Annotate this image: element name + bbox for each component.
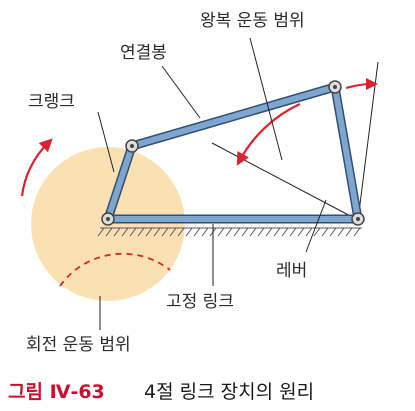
rotation-range-label: 회전 운동 범위 xyxy=(26,335,131,355)
crank-label: 크랭크 xyxy=(28,92,75,112)
joints xyxy=(101,80,365,226)
figure-caption-number: 그림 Ⅳ-63 xyxy=(8,381,105,403)
swing-arrow-left xyxy=(236,103,301,166)
fixed-link-label: 고정 링크 xyxy=(166,292,234,312)
connecting-rod-label: 연결봉 xyxy=(120,43,167,63)
rotation-boundary-dashed xyxy=(59,252,171,287)
ground-hatch xyxy=(97,227,362,237)
rotation-arrow xyxy=(20,138,53,197)
leader-lines xyxy=(97,37,327,330)
swing-limit-line-left xyxy=(211,142,359,221)
swing-arrow-right xyxy=(345,78,378,91)
swing-range-label: 왕복 운동 범위 xyxy=(200,11,305,31)
linkage-bars xyxy=(103,82,363,224)
lever-label: 레버 xyxy=(276,261,307,281)
figure-caption-title: 4절 링크 장치의 원리 xyxy=(144,381,314,403)
